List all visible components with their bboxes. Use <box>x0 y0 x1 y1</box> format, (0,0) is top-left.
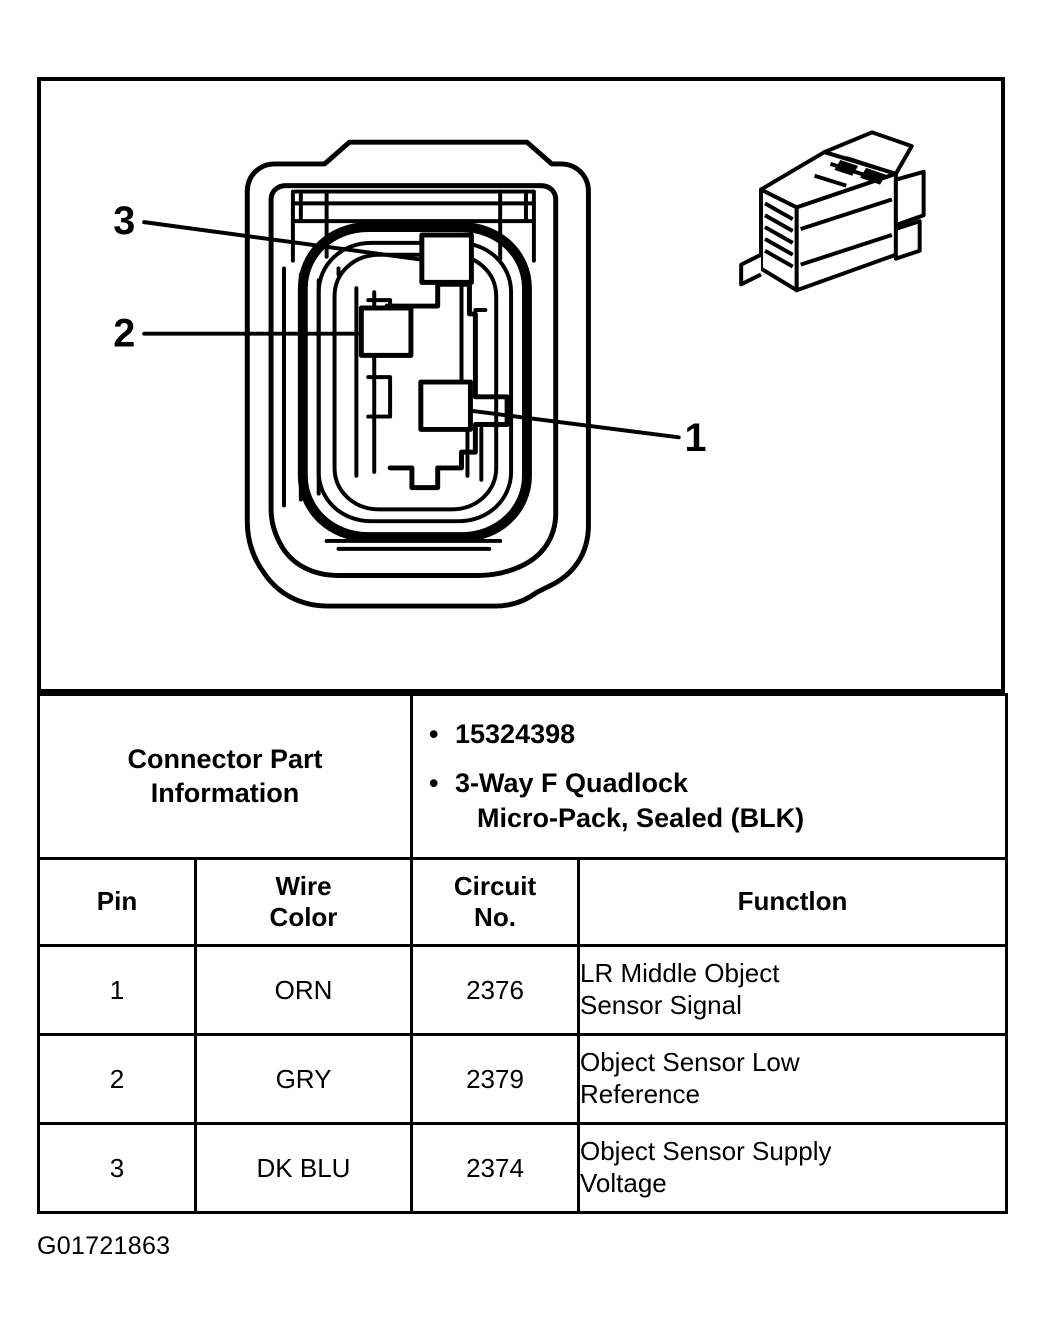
callout-label-2: 2 <box>113 312 135 356</box>
column-header-wire-color: Wire Color <box>194 856 413 948</box>
header-wire-color-line-2: Color <box>269 901 338 932</box>
connector-drawing: 3 2 1 <box>113 130 926 609</box>
header-function-line-2: Functlon <box>737 886 848 917</box>
terminal-cavity-pin-2 <box>358 305 414 358</box>
shell-inner-wall <box>268 183 559 578</box>
connector-face-front-view <box>142 139 681 609</box>
part-description-line-2: Micro-Pack, Sealed (BLK) <box>477 802 805 833</box>
header-pin-line-2: Pin <box>96 886 138 917</box>
bullet-icon: • <box>429 767 439 798</box>
bottom-rail <box>324 538 503 551</box>
part-number-value: 15324398 <box>455 718 576 749</box>
leader-line-pin-1 <box>468 408 681 440</box>
function-line-1: Object Sensor Supply <box>580 1136 832 1167</box>
connector-body-isometric-view <box>739 130 926 293</box>
function-line-2: Sensor Signal <box>580 990 742 1021</box>
cell-wire-color: GRY <box>194 1033 413 1126</box>
outer-body-contour <box>244 139 591 609</box>
connector-spec-table: Connector Part Information • 15324398 • … <box>37 693 1008 1214</box>
cell-circuit-no: 2374 <box>410 1122 580 1214</box>
cell-function: LR Middle Object Sensor Signal <box>577 944 1008 1037</box>
table-row: 3 DK BLU 2374 Object Sensor Supply Volta… <box>37 1122 1008 1214</box>
seal-ring-inner <box>332 252 499 512</box>
terminal-cavity-pin-1 <box>418 379 473 432</box>
column-header-function: Functlon <box>577 856 1008 948</box>
leader-line-pin-3 <box>142 220 424 262</box>
function-line-2: Voltage <box>580 1168 667 1198</box>
cavity-side-ribs <box>281 266 377 508</box>
cell-circuit-no: 2379 <box>410 1033 580 1126</box>
part-number-item: • 15324398 <box>413 717 1005 752</box>
connector-part-information-label: Connector Part Information <box>37 693 413 860</box>
cell-pin: 1 <box>37 944 197 1037</box>
bullet-icon: • <box>429 718 439 749</box>
callout-label-1: 1 <box>685 416 707 460</box>
part-description-item: • 3-Way F Quadlock Micro-Pack, Sealed (B… <box>413 766 1005 836</box>
part-info-list: • 15324398 • 3-Way F Quadlock Micro-Pack… <box>413 717 1005 836</box>
header-wire-color-line-1: Wire <box>275 870 332 901</box>
cell-function: Object Sensor Supply Voltage <box>577 1122 1008 1214</box>
table-row-part-information: Connector Part Information • 15324398 • … <box>37 693 1008 860</box>
table-row: 1 ORN 2376 LR Middle Object Sensor Signa… <box>37 944 1008 1037</box>
part-description-line-1: 3-Way F Quadlock <box>455 767 689 798</box>
part-information-values: • 15324398 • 3-Way F Quadlock Micro-Pack… <box>410 693 1008 860</box>
figure-caption: G01721863 <box>37 1232 171 1260</box>
table-header-row: Pin Wire Color Circuit No. Functlon <box>37 856 1008 948</box>
cpi-line-1: Connector Part <box>127 743 323 774</box>
header-circuit-no-line-1: Circuit <box>453 870 537 901</box>
cell-wire-color: DK BLU <box>194 1122 413 1214</box>
seal-ring-mid <box>316 240 514 524</box>
cell-pin: 3 <box>37 1122 197 1214</box>
table-row: 2 GRY 2379 Object Sensor Low Reference <box>37 1033 1008 1126</box>
function-line-1: LR Middle Object <box>580 958 780 989</box>
callout-label-3: 3 <box>113 199 135 243</box>
keying-rib-wall <box>459 282 488 482</box>
column-header-pin: Pin <box>37 856 197 948</box>
cell-function: Object Sensor Low Reference <box>577 1033 1008 1126</box>
cell-circuit-no: 2376 <box>410 944 580 1037</box>
function-line-1: Object Sensor Low <box>580 1047 800 1078</box>
header-circuit-no-line-2: No. <box>474 901 516 932</box>
cell-pin: 2 <box>37 1033 197 1126</box>
terminal-cavity-pin-3 <box>419 232 474 285</box>
cell-wire-color: ORN <box>194 944 413 1037</box>
seal-ring-outer <box>297 222 532 542</box>
function-line-2: Reference <box>580 1079 700 1110</box>
top-latch-rail <box>290 189 536 263</box>
cpi-line-2: Information <box>150 778 300 809</box>
column-header-circuit-no: Circuit No. <box>410 856 580 948</box>
figure-panel: 3 2 1 <box>37 77 1005 693</box>
